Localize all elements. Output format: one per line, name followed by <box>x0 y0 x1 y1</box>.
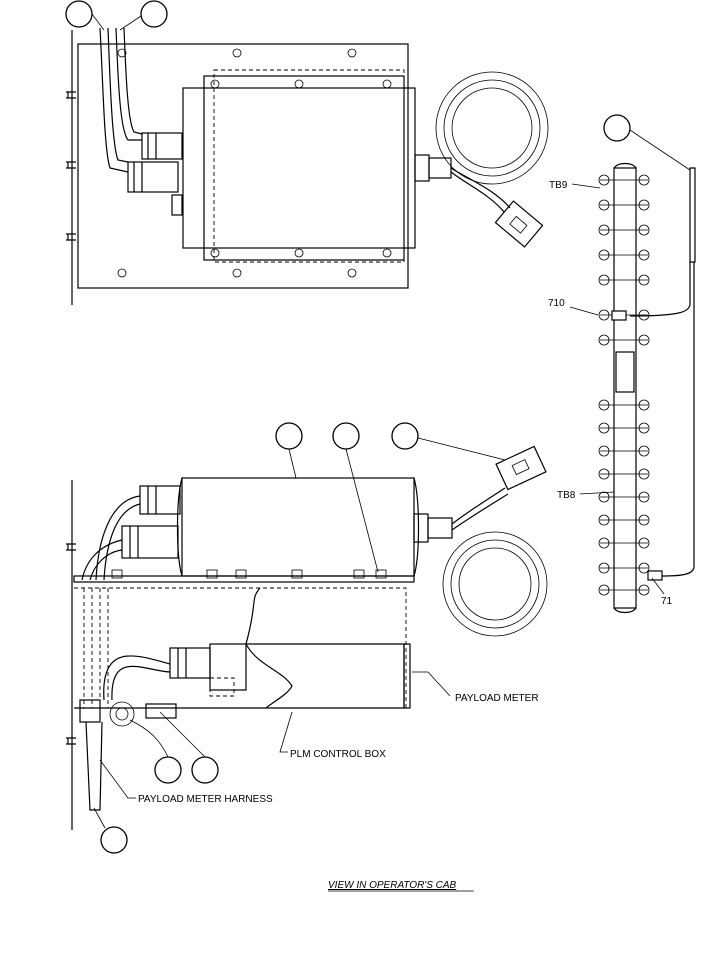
callout-bubble <box>140 0 168 28</box>
callout-bubble <box>332 422 360 450</box>
callout-bubble <box>100 826 128 854</box>
label-tb8: TB8 <box>557 490 576 501</box>
top-view <box>65 0 549 305</box>
callout-bubble <box>191 756 219 784</box>
label-payload-meter-harness: PAYLOAD METER HARNESS <box>138 794 273 805</box>
label-71: 71 <box>661 596 673 607</box>
callout-bubble <box>275 422 303 450</box>
coil-cable-lower <box>413 445 548 637</box>
connectors-top-left <box>127 132 183 216</box>
terminal-strip: TB9 710 TB8 71 <box>548 114 696 614</box>
plate-screws-top <box>117 48 357 278</box>
view-caption: VIEW IN OPERATOR'S CAB <box>328 880 457 891</box>
label-payload-meter: PAYLOAD METER <box>455 693 539 704</box>
lower-view: PAYLOAD METER PLM CONTROL BOX PAYLOAD ME… <box>66 422 548 854</box>
terminals-upper <box>598 174 650 346</box>
callout-bubble <box>603 114 631 142</box>
wall-clips-top <box>66 91 76 241</box>
box-screws-top <box>210 79 392 258</box>
terminals-lower <box>598 399 650 596</box>
base-screws <box>111 569 387 579</box>
coil-cable-top <box>414 71 549 248</box>
callout-bubble <box>65 0 93 28</box>
label-tb9: TB9 <box>549 180 568 191</box>
callout-bubble <box>391 422 419 450</box>
callout-bubble <box>154 756 182 784</box>
label-710: 710 <box>548 298 565 309</box>
label-plm-control-box: PLM CONTROL BOX <box>290 749 386 760</box>
